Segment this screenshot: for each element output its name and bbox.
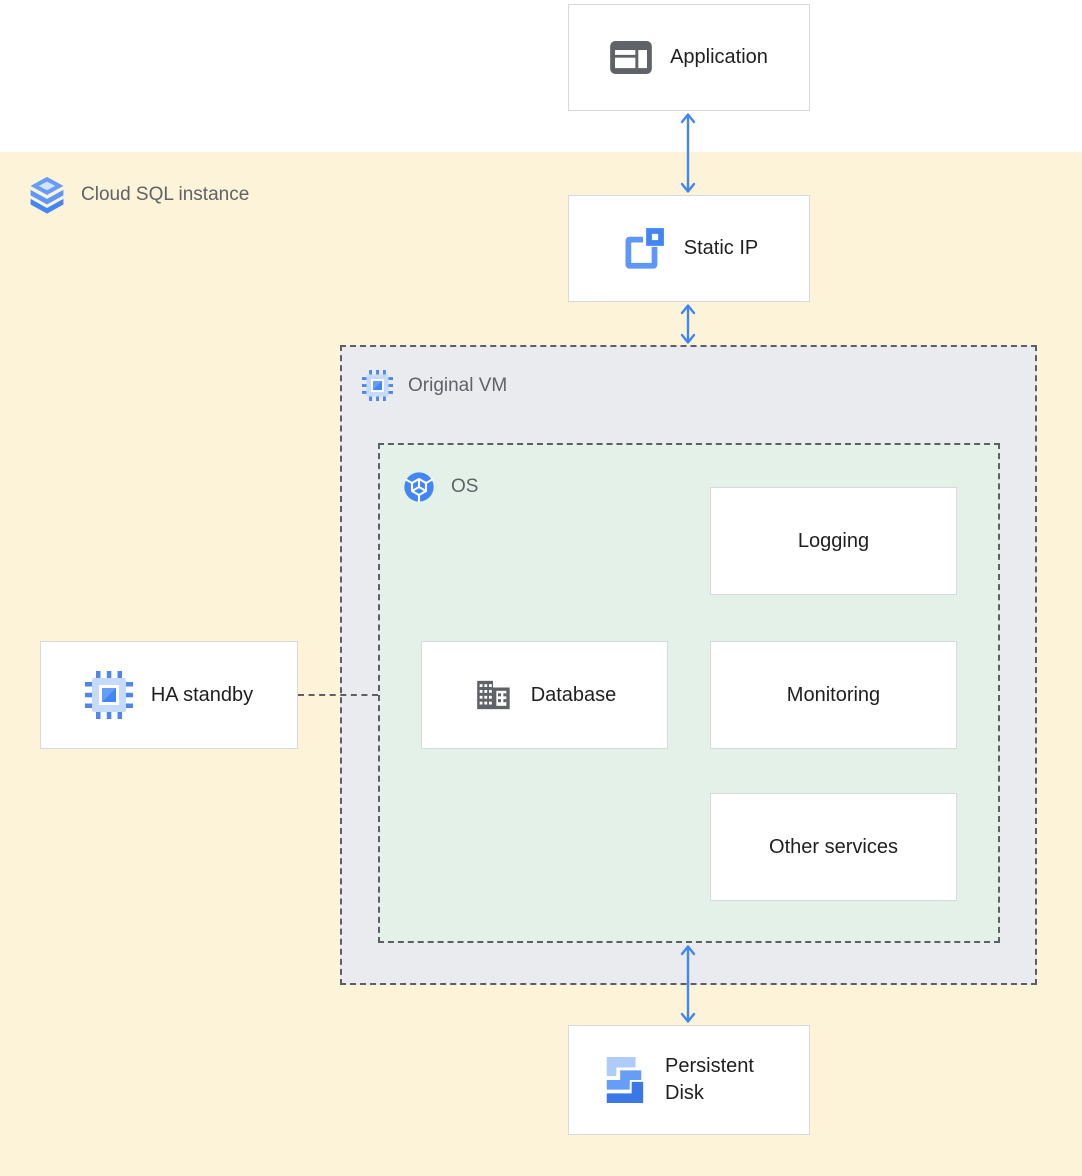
compute-engine-icon (84, 671, 133, 719)
other-services-node: Other services (710, 793, 957, 901)
os-icon (402, 470, 436, 504)
logging-node: Logging (710, 487, 957, 595)
application-node: Application (568, 4, 810, 111)
os-label: OS (402, 470, 478, 504)
static-ip-node: Static IP (568, 195, 810, 302)
cloud-sql-icon (28, 176, 66, 214)
os-text: OS (451, 476, 479, 497)
arrow-application-staticip (680, 112, 696, 194)
building-icon (473, 675, 513, 715)
connector-hastandby-vm (298, 694, 378, 696)
persistent-disk-label: Persistent Disk (665, 1055, 754, 1104)
logging-label: Logging (797, 529, 870, 552)
original-vm-label: Original VM (362, 370, 507, 401)
ha-standby-node: HA standby (40, 641, 298, 749)
persistent-disk-node: Persistent Disk (568, 1025, 810, 1135)
arrow-os-persistentdisk (680, 944, 696, 1024)
persistent-disk-icon (601, 1055, 647, 1105)
original-vm-text: Original VM (408, 374, 508, 396)
monitoring-node: Monitoring (710, 641, 957, 749)
monitoring-label: Monitoring (786, 683, 881, 706)
arrow-staticip-vm (680, 303, 696, 345)
database-label: Database (530, 683, 617, 706)
other-services-label: Other services (769, 835, 898, 858)
database-node: Database (421, 641, 668, 749)
static-ip-icon (620, 225, 666, 272)
static-ip-label: Static IP (683, 237, 759, 259)
cloud-sql-instance-label: Cloud SQL instance (28, 176, 249, 214)
application-window-icon (610, 41, 652, 74)
application-label: Application (670, 46, 768, 68)
compute-engine-icon (362, 370, 393, 401)
ha-standby-label: HA standby (150, 683, 254, 706)
cloud-sql-instance-text: Cloud SQL instance (81, 184, 250, 205)
